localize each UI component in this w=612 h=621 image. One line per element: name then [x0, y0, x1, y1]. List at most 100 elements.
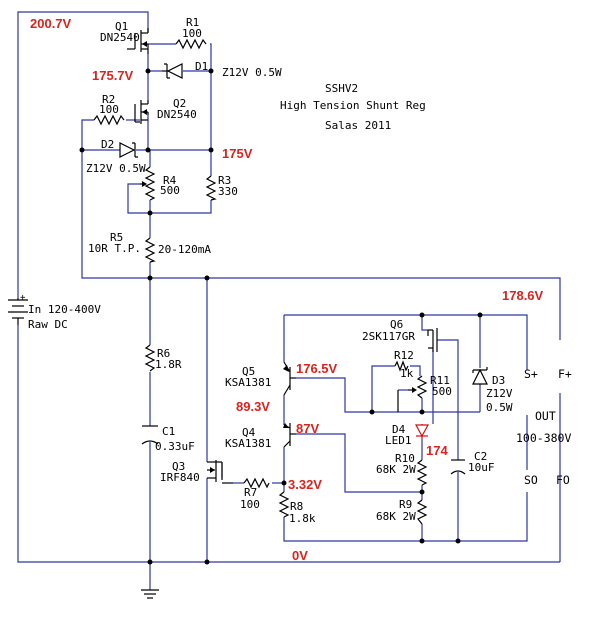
r8-resistor-symbol — [278, 491, 290, 518]
r5-current: 20-120mA — [158, 243, 211, 256]
svg-text:+: + — [20, 293, 26, 303]
r9-value: 68K 2W — [376, 510, 416, 523]
q3-ref: Q3 — [172, 460, 185, 473]
r9-ref: R9 — [399, 498, 412, 511]
r5-ref: R5 — [110, 231, 123, 244]
title-line-2: High Tension Shunt Reg — [280, 99, 426, 112]
r3-ref: R3 — [218, 174, 231, 187]
voltage-q2: 175.7V — [92, 68, 134, 83]
r8-value: 1.8k — [289, 512, 316, 525]
q3-part: IRF840 — [160, 471, 200, 484]
r4-value: 500 — [160, 184, 180, 197]
r1-value: 100 — [182, 27, 202, 40]
voltage-out: 178.6V — [502, 288, 544, 303]
d2-ref: D2 — [101, 138, 114, 151]
voltage-q3: 3.32V — [288, 477, 322, 492]
r2-resistor-symbol — [93, 114, 125, 126]
output-s-plus: S+ — [524, 367, 538, 381]
c1-value: 0.33uF — [155, 440, 195, 453]
r7-ref: R7 — [244, 486, 257, 499]
output-s-zero: SO — [524, 473, 538, 487]
r6-ref: R6 — [157, 347, 170, 360]
r11-value: 500 — [432, 385, 452, 398]
c2-ref: C2 — [474, 450, 487, 463]
voltage-top: 200.7V — [30, 16, 72, 31]
output-range: 100-380V — [516, 431, 571, 445]
d3-power: 0.5W — [486, 401, 513, 414]
q4-ref: Q4 — [242, 426, 256, 439]
r12-value: 1k — [400, 367, 414, 380]
d4-ref: D4 — [392, 423, 406, 436]
r10-value: 68K 2W — [376, 463, 416, 476]
q4-part: KSA1381 — [225, 437, 271, 450]
voltage-r3: 175V — [222, 146, 253, 161]
q2-mosfet-symbol — [134, 100, 149, 124]
ground-symbol — [141, 589, 159, 599]
q5-transistor-symbol — [283, 361, 296, 396]
output-f-plus: F+ — [558, 367, 572, 381]
voltage-q4-base: 89.3V — [236, 399, 270, 414]
q6-part: 2SK117GR — [362, 330, 415, 343]
r7-value: 100 — [240, 498, 260, 511]
r4-ref: R4 — [163, 174, 177, 187]
output-label: OUT — [535, 409, 556, 423]
title-line-3: Salas 2011 — [325, 119, 391, 132]
d1-value: Z12V 0.5W — [222, 66, 282, 79]
r12-resistor-symbol — [394, 360, 409, 372]
q5-ref: Q5 — [242, 365, 255, 378]
q6-ref: Q6 — [390, 318, 403, 331]
voltage-q4: 87V — [296, 421, 319, 436]
q1-mosfet-symbol — [127, 28, 149, 54]
d1-ref: D1 — [195, 60, 208, 73]
voltage-zero: 0V — [292, 548, 308, 563]
r7-resistor-symbol — [243, 477, 270, 489]
q5-part: KSA1381 — [225, 376, 271, 389]
r5-value: 10R T.P. — [88, 242, 141, 255]
r5-resistor-symbol — [144, 237, 156, 263]
r1-ref: R1 — [186, 16, 199, 29]
d2-value: Z12V 0.5W — [86, 162, 146, 175]
junction-dots — [79, 68, 483, 565]
output-f-zero: FO — [556, 473, 570, 487]
q1-ref: Q1 — [115, 20, 128, 33]
q6-jfet-symbol — [427, 328, 438, 352]
r9-resistor-symbol — [416, 499, 428, 525]
r10-ref: R10 — [395, 452, 415, 465]
r3-value: 330 — [218, 185, 238, 198]
d4-value: LED1 — [385, 434, 412, 447]
r6-value: 1.8R — [155, 358, 182, 371]
q1-part: DN2540 — [100, 31, 140, 44]
title-line-1: SSHV2 — [325, 82, 358, 95]
c1-ref: C1 — [162, 425, 175, 438]
r12-ref: R12 — [394, 349, 414, 362]
battery-symbol: + — [8, 293, 28, 325]
r8-ref: R8 — [290, 500, 303, 513]
voltage-led: 174 — [426, 443, 448, 458]
q3-mosfet-symbol — [207, 460, 233, 484]
r4-potentiometer-symbol — [140, 166, 156, 201]
input-type-label: Raw DC — [28, 318, 68, 331]
d2-zener-symbol — [119, 142, 138, 158]
c2-capacitor-symbol — [450, 459, 466, 475]
d3-value: Z12V — [486, 387, 513, 400]
input-range-label: In 120-400V — [28, 303, 101, 316]
r11-potentiometer-symbol — [397, 375, 428, 412]
r3-resistor-symbol — [205, 175, 217, 201]
q2-ref: Q2 — [173, 97, 186, 110]
c1-capacitor-symbol — [141, 425, 159, 445]
r6-resistor-symbol — [144, 344, 156, 372]
d3-zener-symbol — [472, 367, 488, 385]
q4-transistor-symbol — [283, 423, 296, 448]
d3-ref: D3 — [492, 374, 505, 387]
d4-led-symbol — [414, 424, 430, 440]
r10-resistor-symbol — [416, 459, 428, 486]
r11-ref: R11 — [430, 374, 450, 387]
r2-value: 100 — [99, 103, 119, 116]
r1-resistor-symbol — [175, 38, 207, 50]
q2-part: DN2540 — [157, 108, 197, 121]
voltage-q5: 176.5V — [296, 361, 338, 376]
c2-value: 10uF — [468, 461, 495, 474]
d1-zener-symbol — [162, 63, 183, 79]
r2-ref: R2 — [102, 93, 115, 106]
